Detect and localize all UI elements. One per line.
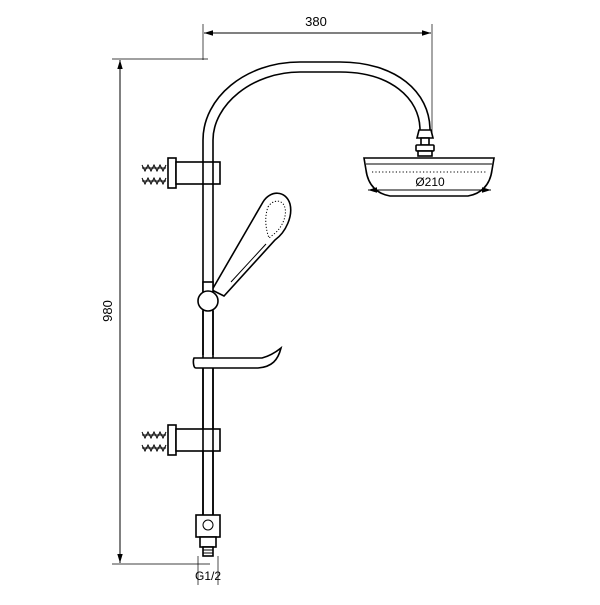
riser-outer-line: [202, 61, 431, 520]
diameter-label: Ø210: [415, 175, 445, 189]
lower-wall-screw-bottom: [141, 443, 167, 453]
connector-nut-lower: [417, 150, 433, 157]
inlet-neck: [199, 536, 217, 548]
inlet-valve-circle: [202, 519, 214, 531]
height-dimension: 980: [100, 58, 210, 565]
inlet-thread-label: G1/2: [195, 569, 221, 583]
slider-holder: [197, 281, 219, 355]
upper-wall-screw-top: [141, 163, 167, 173]
lower-wall-bracket: [141, 424, 221, 515]
hand-shower-nozzle-face: [265, 200, 286, 239]
rain-shower-head: Ø210: [363, 157, 495, 197]
height-label: 980: [100, 300, 115, 322]
upper-bracket-clamp: [175, 161, 221, 185]
width-label: 380: [305, 14, 327, 29]
riser-pipe: [202, 61, 431, 520]
upper-wall-plate: [167, 157, 177, 189]
riser-inner-line: [212, 71, 421, 520]
slider-holder-knob: [197, 290, 219, 312]
connector-collar: [415, 129, 435, 139]
lower-wall-plate: [167, 424, 177, 456]
soap-dish: [192, 345, 283, 430]
lower-wall-screw-top: [141, 430, 167, 440]
inlet-thread: [202, 546, 214, 557]
connector-nut-upper: [415, 144, 435, 152]
hand-shower-handle-line: [230, 243, 267, 283]
lower-bracket-clamp: [175, 428, 221, 452]
bottom-inlet-connector: G1/2: [195, 514, 221, 585]
upper-wall-bracket: [141, 157, 221, 189]
connector-neck: [420, 137, 430, 146]
inlet-body: [195, 514, 221, 538]
head-connector: [415, 129, 435, 157]
shower-head-body: [363, 157, 495, 197]
hand-shower: [210, 192, 292, 297]
hand-shower-body: [210, 192, 292, 297]
soap-dish-tray: [192, 345, 283, 369]
width-dimension: 380: [202, 14, 433, 134]
upper-wall-screw-bottom: [141, 176, 167, 186]
